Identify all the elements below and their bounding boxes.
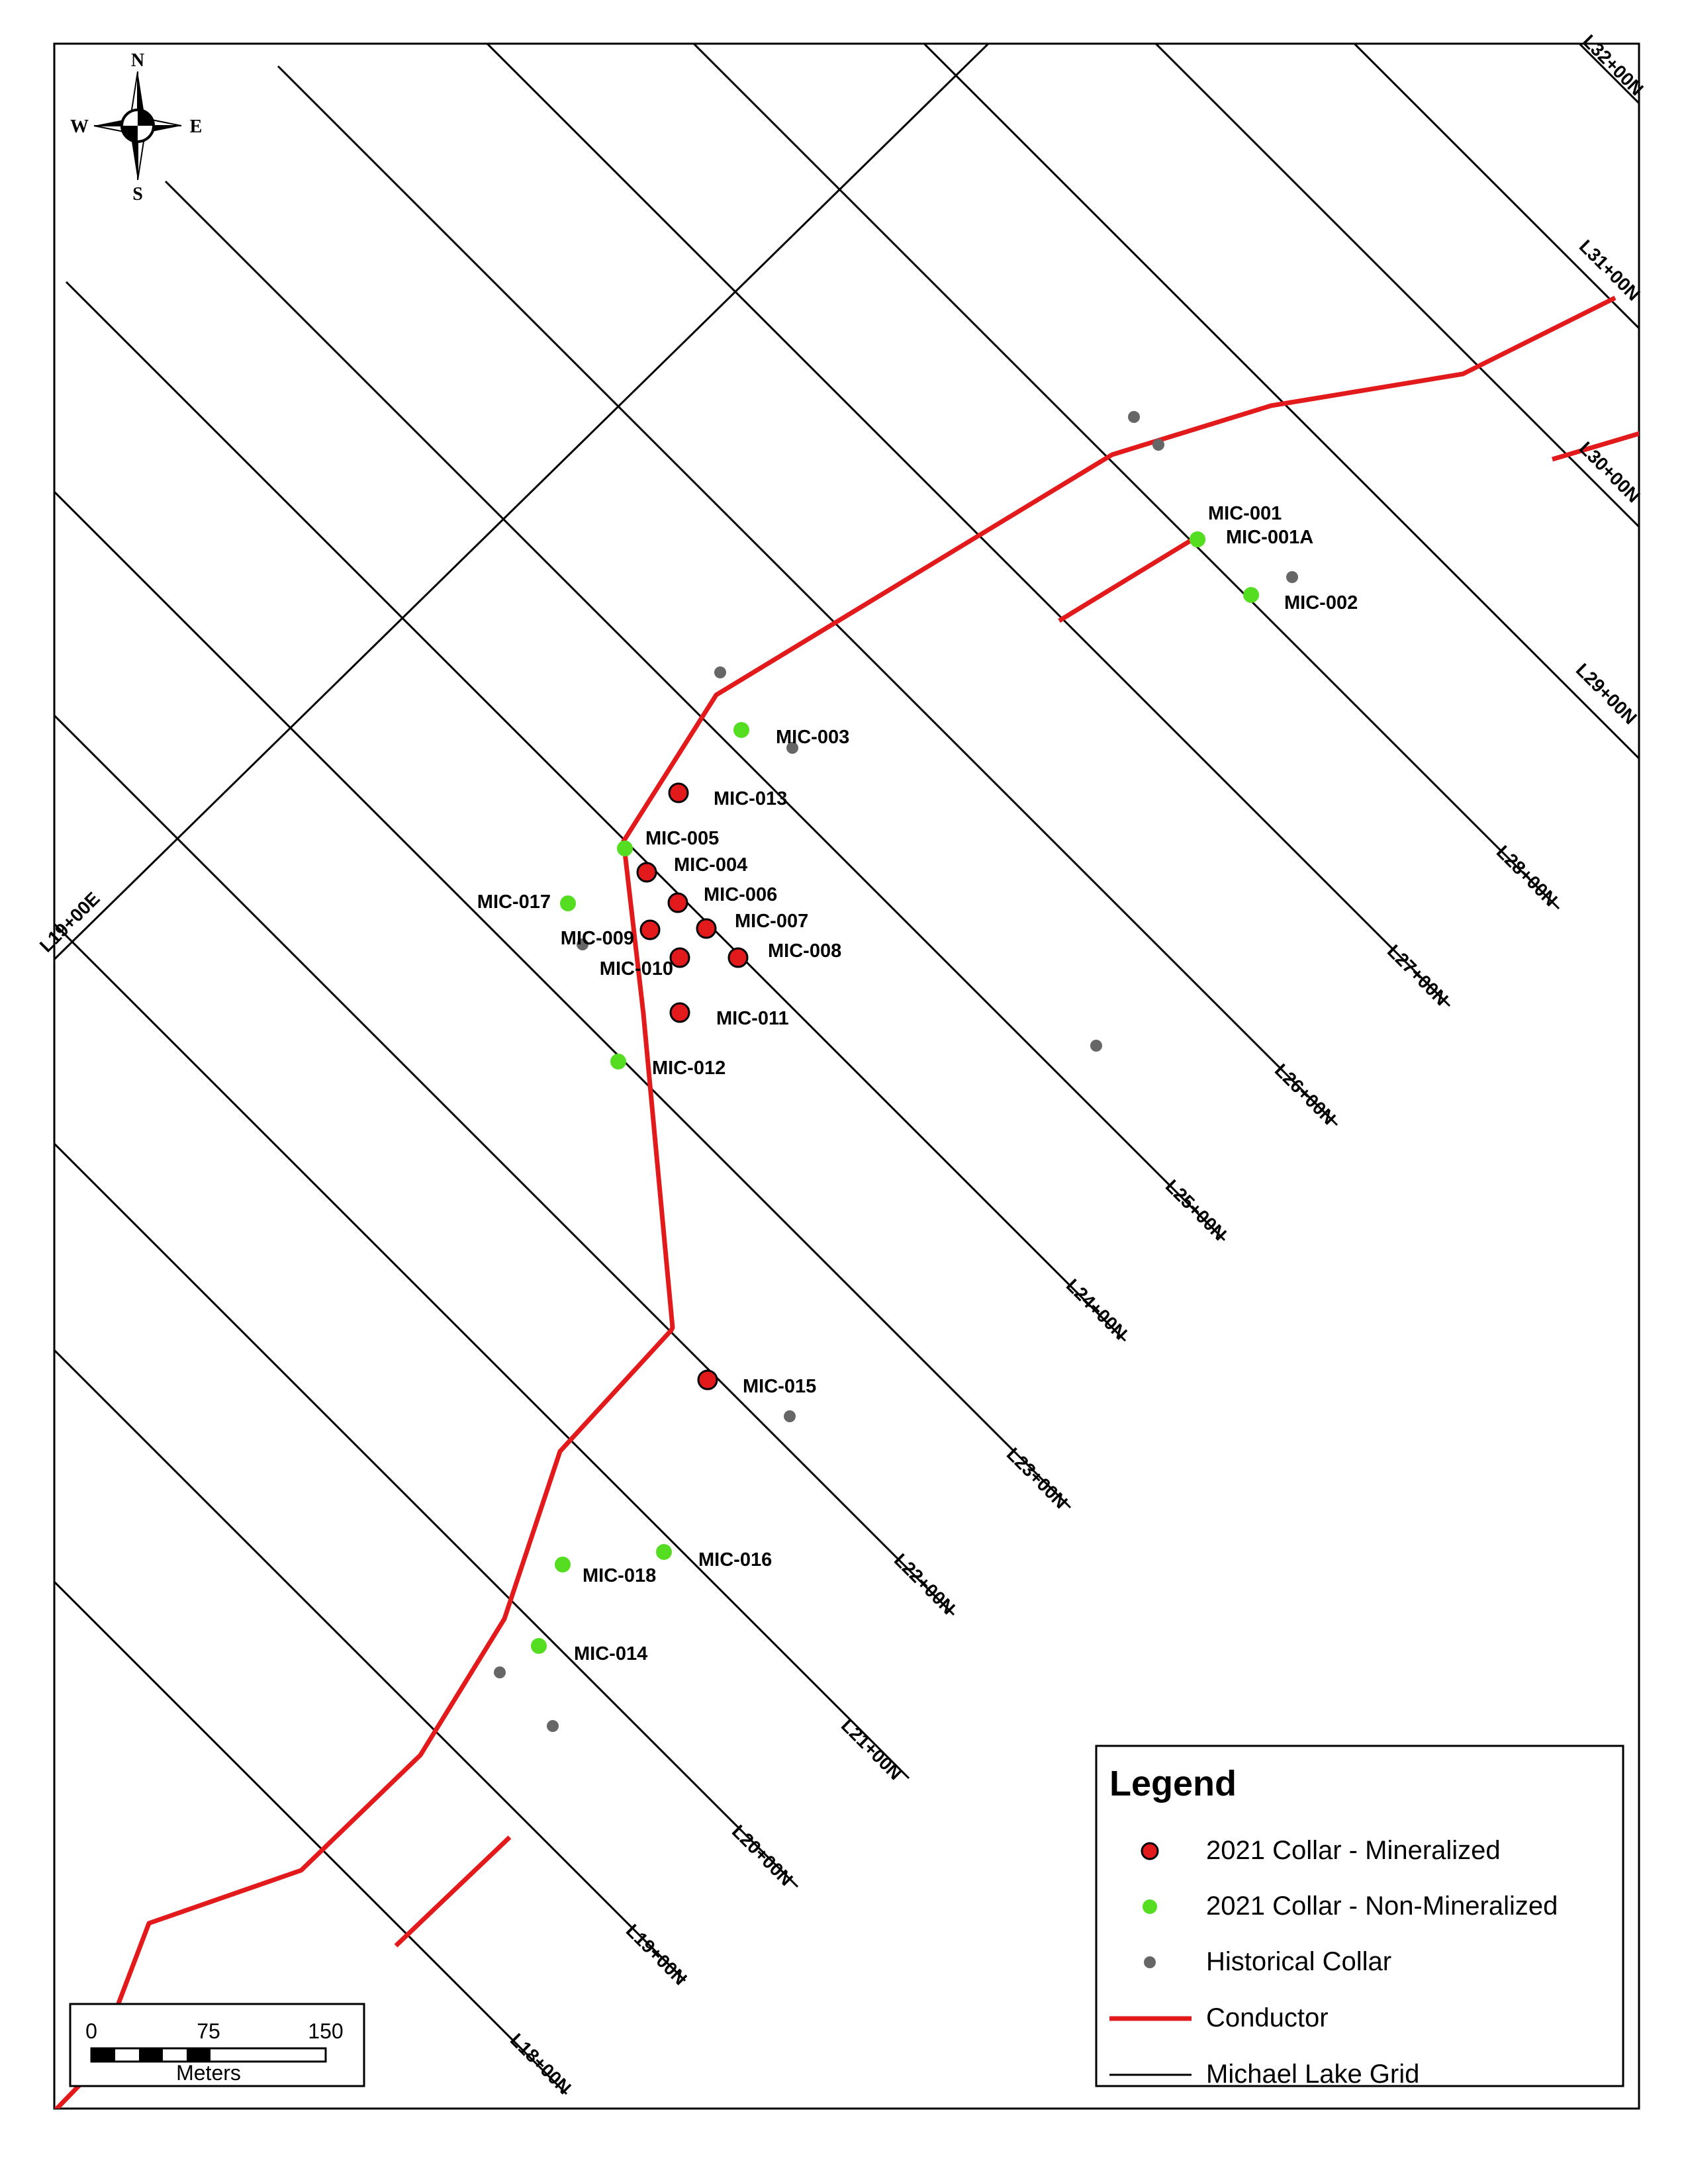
historical-collar — [1128, 411, 1140, 423]
collar-label: MIC-004 — [674, 854, 747, 876]
non-mineralized-collar — [560, 895, 576, 911]
historical-collar — [577, 938, 588, 950]
conductor-line — [54, 295, 1617, 2109]
legend-title: Legend — [1109, 1764, 1237, 1803]
collar-label: MIC-011 — [716, 1008, 789, 1029]
mineralized-collar — [696, 918, 717, 939]
legend-historical-label: Historical Collar — [1206, 1947, 1391, 1976]
historical-collar — [786, 742, 798, 754]
legend-conductor-label: Conductor — [1206, 2003, 1329, 2032]
non-mineralized-collar — [1243, 587, 1259, 603]
historical-collar — [494, 1666, 506, 1678]
collar-label: MIC-003 — [776, 727, 849, 748]
collar-points — [494, 411, 1298, 1732]
collar-label: MIC-008 — [768, 940, 841, 962]
mineralized-collar — [639, 919, 661, 940]
collar-label: MIC-002 — [1284, 592, 1358, 614]
compass-south-label: S — [132, 184, 143, 205]
non-mineralized-collar — [531, 1638, 547, 1654]
legend: Legend 2021 Collar - Mineralized 2021 Co… — [1095, 1745, 1624, 2089]
grid-line — [1352, 44, 1639, 330]
non-mineralized-collar — [617, 841, 633, 856]
non-mineralized-collar — [733, 722, 749, 738]
non-mineralized-collar — [610, 1054, 626, 1069]
mineralized-collar — [667, 892, 688, 913]
legend-mineralized-label: 2021 Collar - Mineralized — [1206, 1836, 1501, 1865]
historical-collar — [1152, 439, 1164, 451]
grid-line — [65, 281, 1127, 1342]
non-mineralized-collar — [1190, 531, 1205, 547]
historical-collar — [1286, 571, 1298, 583]
scale-bar: 0 75 150 Meters — [69, 2003, 365, 2087]
scale-tick-0: 0 — [85, 2019, 97, 2043]
grid-line — [54, 1348, 686, 1982]
collar-label: MIC-009 — [561, 928, 634, 949]
mineralized-collar — [636, 862, 657, 883]
historical-collar — [784, 1410, 796, 1422]
collar-label: MIC-014 — [574, 1643, 647, 1664]
grid-line — [54, 1142, 799, 1888]
legend-grid-label: Michael Lake Grid — [1206, 2060, 1419, 2089]
legend-box — [1095, 1745, 1624, 2087]
non-mineralized-collar — [555, 1557, 571, 1572]
legend-historical-symbol — [1144, 1956, 1156, 1968]
mineralized-collar — [727, 947, 749, 968]
collar-label: MIC-001 — [1208, 503, 1282, 524]
grid-line — [54, 490, 1072, 1509]
grid-line — [1154, 44, 1639, 529]
collar-label: MIC-007 — [735, 911, 808, 932]
collar-label: MIC-016 — [698, 1549, 772, 1570]
historical-collar — [714, 666, 726, 678]
grid-line — [485, 44, 1451, 1007]
grid-line — [54, 1580, 568, 2095]
grid-line — [922, 44, 1639, 760]
grid-line — [54, 922, 910, 1780]
collar-label: MIC-017 — [477, 891, 551, 913]
grid-baseline — [54, 44, 990, 961]
collar-label: MIC-013 — [714, 788, 787, 809]
scale-unit-label: Meters — [176, 2061, 241, 2085]
non-mineralized-collar — [656, 1544, 672, 1560]
grid-line — [54, 713, 955, 1616]
collar-label: MIC-015 — [743, 1376, 816, 1397]
grid-line — [164, 180, 1226, 1242]
legend-mineralized-symbol — [1141, 1842, 1159, 1860]
collar-label: MIC-001A — [1226, 527, 1313, 548]
legend-non-mineralized-label: 2021 Collar - Non-Mineralized — [1206, 1891, 1558, 1921]
scale-tick-75: 75 — [197, 2019, 220, 2043]
mineralized-collar — [669, 947, 690, 968]
conductor-line — [1552, 431, 1639, 462]
compass-north-label: N — [131, 50, 144, 71]
north-arrow-icon: N S E W — [70, 50, 202, 205]
conductor-line — [1058, 538, 1193, 623]
mineralized-collar — [668, 782, 689, 803]
mineralized-collar — [669, 1002, 690, 1023]
collar-label: MIC-010 — [600, 958, 673, 979]
legend-non-mineralized-symbol — [1143, 1899, 1157, 1914]
grid-line — [692, 44, 1560, 910]
scale-tick-150: 150 — [308, 2019, 343, 2043]
collar-label: MIC-012 — [652, 1058, 726, 1079]
michael-lake-grid — [54, 44, 1639, 2095]
conductor-line — [394, 1835, 512, 1948]
historical-collar — [1090, 1040, 1102, 1052]
historical-collar — [547, 1720, 559, 1732]
conductor-lines — [54, 295, 1639, 2109]
collar-label: MIC-006 — [704, 884, 777, 905]
mineralized-collar — [697, 1369, 718, 1390]
compass-west-label: W — [70, 116, 89, 137]
grid-line — [277, 65, 1338, 1126]
compass-east-label: E — [190, 116, 203, 137]
scale-bar-box — [69, 2003, 365, 2087]
collar-label: MIC-005 — [645, 828, 719, 849]
collar-label: MIC-018 — [583, 1565, 656, 1586]
